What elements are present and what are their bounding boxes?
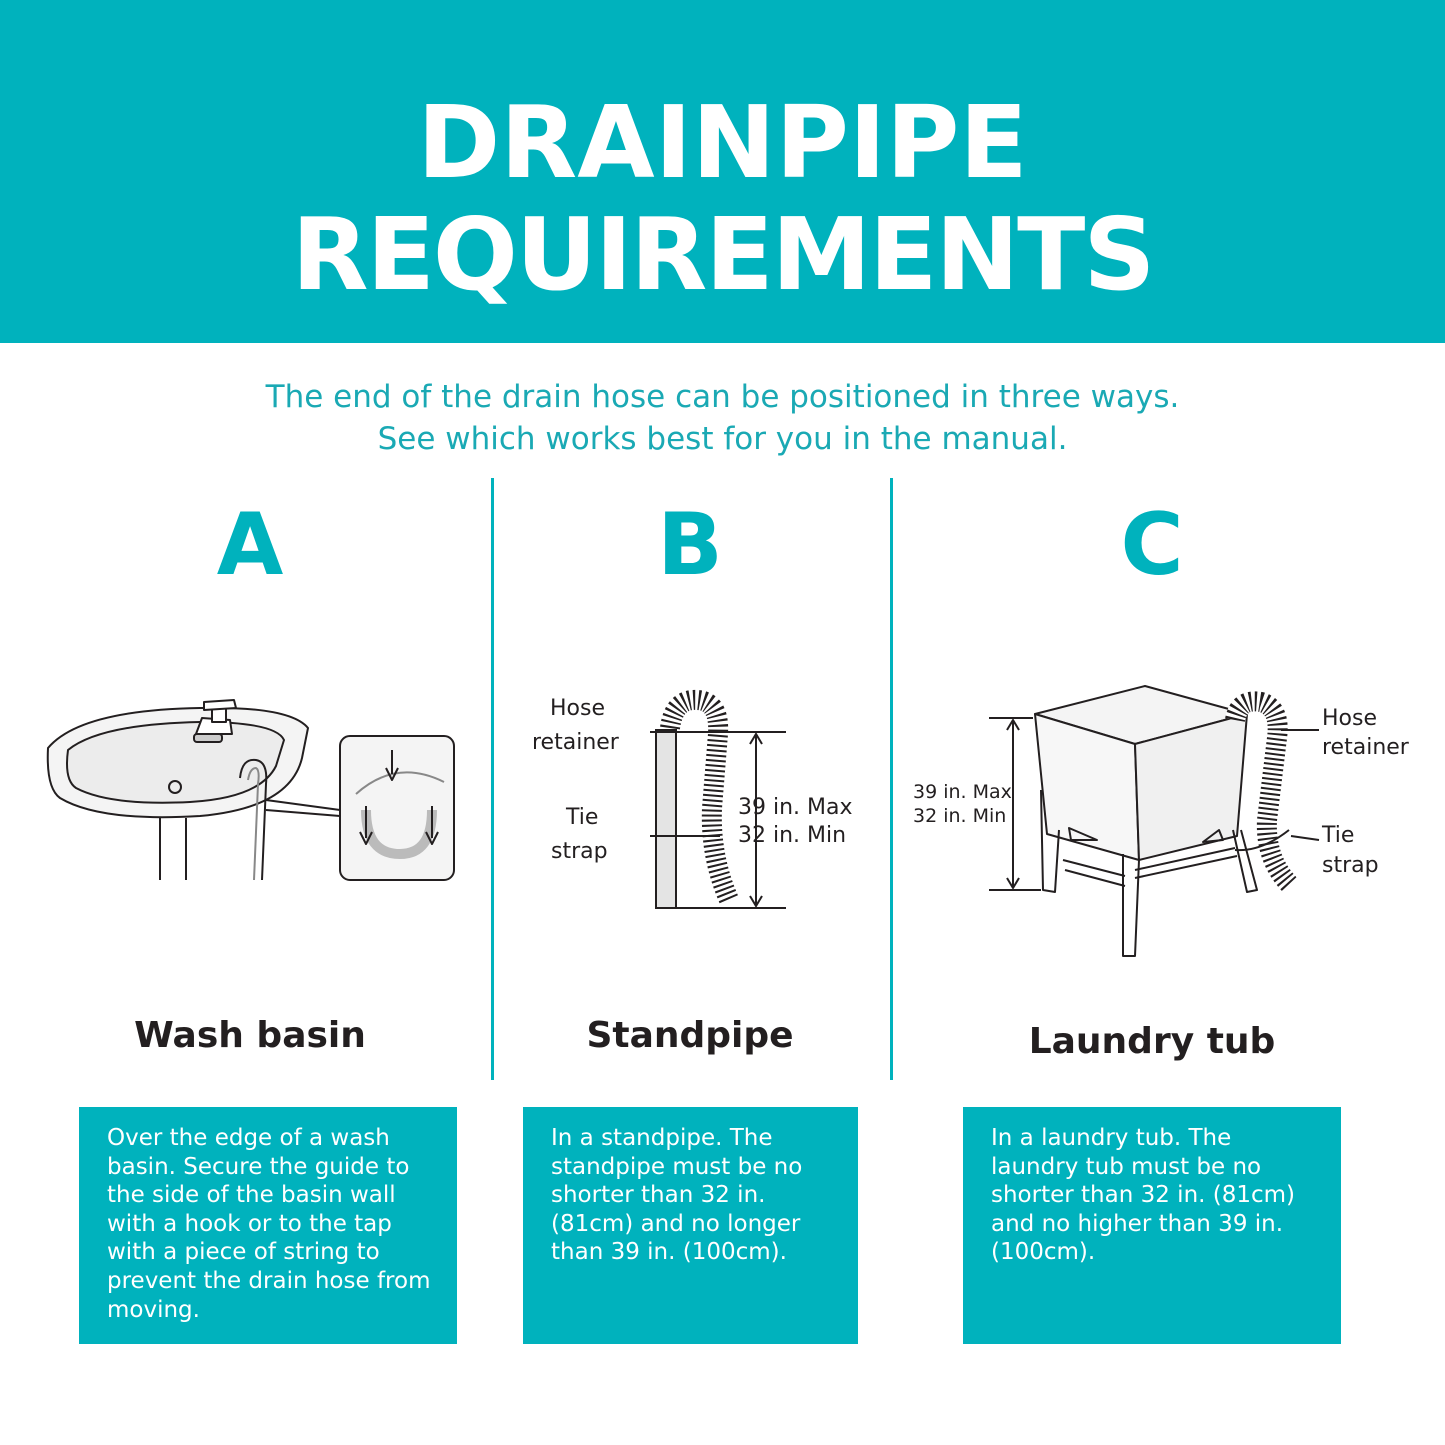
standpipe-illustration — [650, 689, 786, 909]
c-hose-label: Hose — [1322, 706, 1377, 731]
description-box-c: In a laundry tub. The laundry tub must b… — [963, 1107, 1341, 1344]
b-max-label: 39 in. Max — [738, 795, 853, 820]
b-min-label: 32 in. Min — [738, 823, 847, 848]
option-letter-b: B — [657, 495, 723, 595]
b-strap-label: strap — [551, 839, 608, 864]
b-hose-label: Hose — [550, 696, 605, 721]
option-letter-a: A — [216, 495, 284, 595]
subtitle-line-1: The end of the drain hose can be positio… — [265, 379, 1180, 415]
laundry-tub-illustration — [989, 685, 1320, 957]
page-title-line-2: REQUIREMENTS — [291, 196, 1156, 313]
column-divider-left — [491, 478, 494, 1080]
description-text-a: Over the edge of a wash basin. Secure th… — [107, 1125, 431, 1323]
c-strap-label: strap — [1322, 853, 1379, 878]
description-text-c: In a laundry tub. The laundry tub must b… — [991, 1125, 1296, 1266]
b-tie-label: Tie — [566, 805, 599, 830]
subtitle-line-2: See which works best for you in the manu… — [377, 421, 1068, 457]
caption-wash-basin: Wash basin — [134, 1015, 366, 1056]
description-text-b: In a standpipe. The standpipe must be no… — [551, 1125, 803, 1266]
header-banner: DRAINPIPE REQUIREMENTS — [0, 0, 1445, 343]
wash-basin-illustration — [46, 699, 455, 881]
c-tie-label: Tie — [1322, 823, 1355, 848]
caption-laundry-tub: Laundry tub — [1028, 1021, 1276, 1062]
description-box-a: Over the edge of a wash basin. Secure th… — [79, 1107, 457, 1344]
c-min-label: 32 in. Min — [913, 805, 1007, 827]
b-retainer-label: retainer — [532, 730, 619, 755]
page-title-line-1: DRAINPIPE — [417, 84, 1028, 201]
c-retainer-label: retainer — [1322, 735, 1409, 760]
option-letter-c: C — [1120, 495, 1184, 595]
description-box-b: In a standpipe. The standpipe must be no… — [523, 1107, 858, 1344]
column-divider-right — [890, 478, 893, 1080]
c-max-label: 39 in. Max — [913, 781, 1012, 803]
caption-standpipe: Standpipe — [586, 1015, 794, 1056]
